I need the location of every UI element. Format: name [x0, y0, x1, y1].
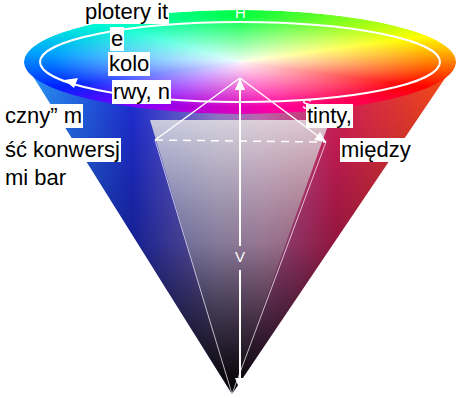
axis-label: H — [235, 5, 246, 22]
text-fragment: czny” m — [4, 104, 83, 128]
text-fragment: ść konwersj — [4, 138, 121, 162]
axis-label: V — [235, 249, 245, 266]
text-fragment: plotery it — [84, 0, 169, 24]
text-fragment: między — [340, 138, 412, 162]
text-fragment: rwy, n — [112, 80, 171, 104]
text-fragment: mi bar — [4, 166, 67, 190]
text-fragment: e — [110, 27, 124, 51]
text-fragment: tinty, — [306, 104, 353, 128]
axis-label: S — [302, 96, 312, 113]
text-fragment: kolo — [108, 52, 150, 76]
